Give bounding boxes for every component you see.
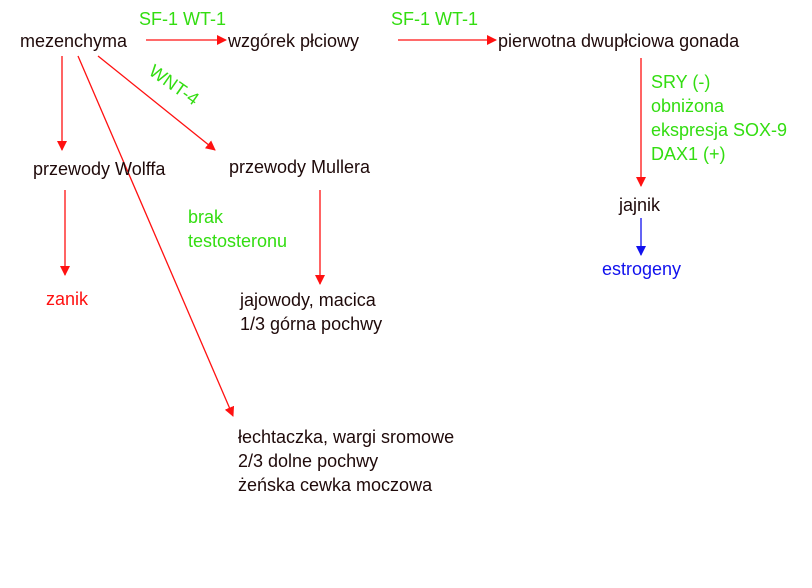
node-przewody-wolffa: przewody Wolffa: [33, 159, 166, 179]
arrow-mezenchyma-to-mullera: [97, 55, 216, 151]
node-lechtaczka-line-3: żeńska cewka moczowa: [238, 475, 433, 495]
node-wzgorek-plciowy: wzgórek płciowy: [228, 31, 360, 51]
node-przewody-mullera: przewody Mullera: [229, 157, 371, 177]
node-estrogeny: estrogeny: [602, 259, 682, 279]
label-sry-block: SRY (-) obniżona ekspresja SOX-9 DAX1 (+…: [651, 70, 787, 166]
label-brak-testosteronu: brak testosteronu: [188, 205, 287, 253]
node-lechtaczka-line-1: łechtaczka, wargi sromowe: [238, 427, 455, 447]
node-jajnik: jajnik: [619, 195, 661, 215]
node-jajowody-line-1: jajowody, macica: [240, 290, 376, 310]
node-jajowody-macica: jajowody, macica 1/3 górna pochwy: [240, 288, 382, 336]
node-jajowody-line-2: 1/3 górna pochwy: [240, 314, 383, 334]
node-pierwotna-gonada: pierwotna dwupłciowa gonada: [498, 31, 740, 51]
node-zanik: zanik: [46, 289, 89, 309]
label-sry-line-4: DAX1 (+): [651, 144, 726, 164]
node-lechtaczka: łechtaczka, wargi sromowe 2/3 dolne poch…: [238, 425, 454, 497]
label-sf1-wt1-second: SF-1 WT-1: [391, 9, 479, 29]
label-sry-line-2: obniżona: [651, 96, 725, 116]
label-sry-line-3: ekspresja SOX-9: [651, 120, 788, 140]
label-sf1-wt1-first: SF-1 WT-1: [139, 9, 227, 29]
arrow-mezenchyma-to-lechtaczka: [77, 55, 235, 417]
node-mezenchyma: mezenchyma: [20, 31, 128, 51]
label-sry-line-1: SRY (-): [651, 72, 711, 92]
label-brak-line-2: testosteronu: [188, 231, 288, 251]
node-lechtaczka-line-2: 2/3 dolne pochwy: [238, 451, 379, 471]
label-brak-line-1: brak: [188, 207, 224, 227]
